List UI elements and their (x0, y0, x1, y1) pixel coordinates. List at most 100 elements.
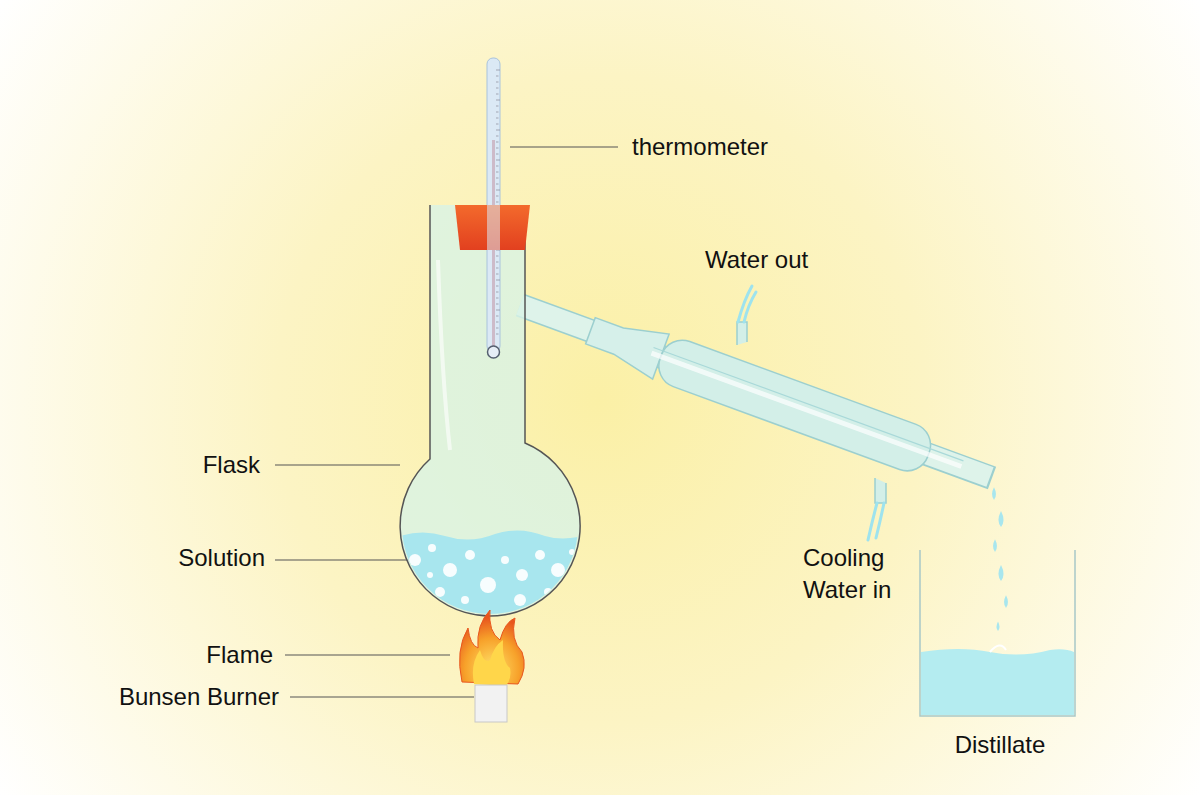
thermometer (487, 58, 500, 358)
scale-tick (496, 100, 500, 101)
scale-tick (496, 106, 499, 107)
bubble (409, 554, 421, 566)
drop (992, 487, 996, 500)
bubble (501, 556, 509, 564)
condenser (520, 286, 992, 540)
splash (990, 645, 1006, 652)
scale-tick (496, 130, 500, 131)
leader-line (275, 559, 410, 560)
solution-liquid (395, 530, 590, 620)
scale-tick (496, 136, 499, 137)
inner-tube (651, 353, 961, 466)
bunsen-burner (475, 685, 507, 722)
scale-tick (496, 160, 500, 161)
distillate-drops (992, 487, 1008, 631)
bubble (465, 550, 475, 560)
scale-tick (496, 316, 499, 317)
scale-tick (496, 184, 499, 185)
stopper (455, 205, 530, 250)
scale-tick (496, 322, 499, 323)
scale-tick (496, 112, 499, 113)
scale-tick (496, 76, 499, 77)
scale-tick (496, 262, 499, 263)
bubble (535, 550, 545, 560)
scale-tick (496, 292, 499, 293)
part-label: Flame (206, 639, 273, 671)
bubble (480, 577, 496, 593)
leader-lines (275, 147, 618, 697)
drop (999, 511, 1004, 527)
scale-tick (496, 268, 499, 269)
scale-tick (496, 202, 499, 203)
ground-glass-joint (582, 308, 669, 379)
drop (999, 565, 1004, 581)
solution (395, 530, 590, 620)
thermometer-bulb (488, 346, 500, 358)
scale-tick (496, 118, 499, 119)
scale-tick (496, 82, 499, 83)
bubble (435, 587, 445, 597)
scale-tick (496, 196, 499, 197)
scale-tick (496, 304, 499, 305)
thermometer-through-stopper (487, 205, 500, 250)
scale-tick (496, 280, 500, 281)
thermometer-tube (487, 58, 500, 352)
condenser-jacket (582, 308, 969, 489)
bubble (544, 588, 552, 596)
leader-line (275, 464, 400, 465)
scale-tick (496, 166, 499, 167)
part-label: Flask (203, 449, 260, 481)
scale-tick (496, 190, 500, 191)
leader-line (510, 146, 618, 147)
scale-tick (496, 310, 500, 311)
scale-tick (496, 172, 499, 173)
bubble (516, 569, 528, 581)
water-spray (738, 286, 756, 322)
part-label: Distillate (955, 729, 1046, 761)
thermometer-scale (496, 70, 500, 334)
part-label: Bunsen Burner (119, 681, 279, 713)
part-label: Solution (178, 542, 265, 574)
inner-tube-edge (654, 347, 964, 460)
bubble (514, 594, 526, 606)
delivery-tube-fill (520, 305, 990, 477)
leader-line (290, 696, 474, 697)
scale-tick (496, 142, 499, 143)
scale-tick (496, 88, 499, 89)
bubbles (409, 544, 575, 606)
leader-line (285, 654, 450, 655)
scale-tick (496, 334, 499, 335)
scale-tick (496, 274, 499, 275)
scale-tick (496, 328, 499, 329)
water-outlet (737, 322, 747, 345)
water-inlet (875, 478, 886, 503)
delivery-tube (520, 305, 992, 478)
part-label: Water out (705, 244, 808, 276)
scale-tick (496, 178, 499, 179)
bubble (428, 544, 436, 552)
scale-tick (496, 94, 499, 95)
part-label: thermometer (632, 131, 768, 163)
scale-tick (496, 124, 499, 125)
distillate-liquid (921, 649, 1074, 715)
drop (1004, 595, 1008, 608)
scale-tick (496, 256, 499, 257)
bubble (569, 549, 575, 555)
flame-inner (473, 640, 511, 686)
bubble (551, 563, 565, 577)
scale-tick (496, 298, 499, 299)
scale-tick (496, 286, 499, 287)
bubble (443, 563, 457, 577)
beaker (920, 550, 1075, 716)
drop (997, 621, 1000, 631)
bubble (427, 572, 433, 578)
scale-tick (496, 70, 500, 71)
scale-tick (496, 154, 499, 155)
water-stream (868, 503, 884, 540)
bubble (461, 596, 469, 604)
scale-tick (496, 148, 499, 149)
glass-highlight (438, 260, 450, 450)
